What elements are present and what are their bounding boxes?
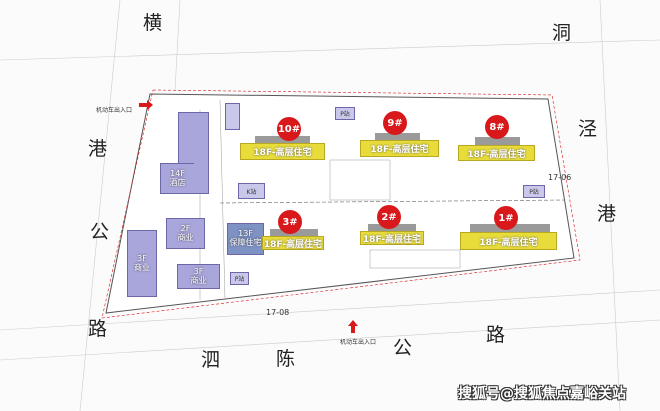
use-label: 酒店 <box>169 177 186 187</box>
use-label: 商业 <box>190 275 207 285</box>
arrow-up-icon <box>348 320 358 333</box>
site-boundary <box>105 93 575 314</box>
road-label: 路 <box>486 324 506 346</box>
road-label: 公 <box>393 337 413 359</box>
road-label: 路 <box>88 318 108 340</box>
road-label: 泗 <box>201 349 221 371</box>
plot-code: 17-08 <box>266 308 290 317</box>
building-number-badge: 1# <box>494 206 518 230</box>
residential-tower-1: 18F-高层住宅 <box>460 232 557 250</box>
use-label: 商业 <box>177 232 194 242</box>
floors-label: 3F <box>137 253 147 263</box>
building-number-badge: 3# <box>278 210 302 234</box>
road-label: 公 <box>90 221 110 243</box>
facility-box: P站 <box>335 107 355 120</box>
road-label: 泾 <box>578 118 598 140</box>
road-label: 横 <box>143 12 163 34</box>
residential-tower-3: 18F-高层住宅 <box>262 236 324 250</box>
residential-tower-10: 18F-高层住宅 <box>240 143 325 160</box>
use-label: 保障住宅 <box>229 238 262 247</box>
use-label: 商业 <box>134 262 150 272</box>
plot-code: 17-06 <box>548 173 572 182</box>
road-label: 港 <box>88 138 108 160</box>
road-label: 港 <box>597 203 617 225</box>
vehicle-entrance-label: 机动车出入口 <box>96 107 133 114</box>
building-number-badge: 2# <box>377 205 401 229</box>
tower-roof <box>475 137 520 145</box>
road-label: 洞 <box>552 22 572 44</box>
facility-box <box>225 103 240 130</box>
facility-box: K站 <box>238 183 265 199</box>
facility-box: P站 <box>523 185 545 198</box>
floors-label: 3F <box>193 266 204 276</box>
building-number-badge: 9# <box>383 111 407 135</box>
building-number-badge: 10# <box>277 117 301 141</box>
floors-label: 14F <box>170 168 185 178</box>
residential-tower-8: 18F-高层住宅 <box>458 145 535 161</box>
tower-roof <box>255 136 310 144</box>
floors-label: 13F <box>238 229 253 239</box>
arrow-right-icon <box>139 100 153 110</box>
floors-label: 2F <box>180 223 191 233</box>
road-label: 陈 <box>276 348 296 370</box>
residential-tower-9: 18F-高层住宅 <box>360 140 439 157</box>
residential-tower-2: 18F-高层住宅 <box>360 231 424 245</box>
facility-box: P站 <box>230 272 249 285</box>
watermark: 搜狐号@搜狐焦点嘉峪关站 <box>458 386 626 402</box>
tower-roof <box>375 133 420 141</box>
building-number-badge: 8# <box>485 115 509 139</box>
vehicle-entrance-label: 机动车出入口 <box>340 339 377 346</box>
